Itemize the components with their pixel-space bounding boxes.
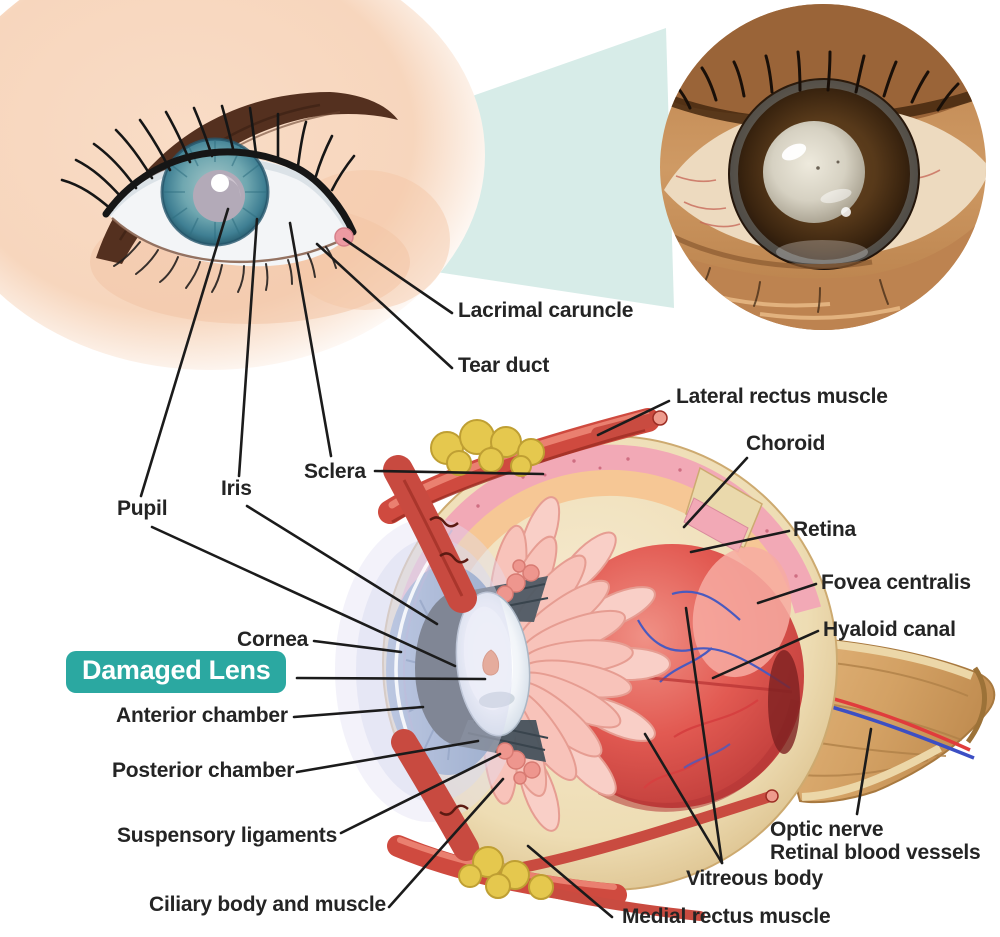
photo-lashes [668, 50, 960, 112]
damaged-lens-badge: Damaged Lens [66, 651, 287, 693]
label-sclera: Sclera [304, 460, 366, 483]
label-suspensory-ligaments: Suspensory ligaments [117, 824, 338, 847]
label-posterior-chamber: Posterior chamber [112, 759, 295, 782]
ciliary-body-shape [496, 559, 541, 785]
retinal-vessels [637, 590, 791, 789]
eyeball-cross-section [335, 408, 996, 921]
label-iris: Iris [221, 477, 252, 500]
label-vitreous-body: Vitreous body [686, 867, 824, 890]
fovea-region [692, 546, 792, 678]
label-retinal-blood-vessels: Retinal blood vessels [770, 840, 981, 864]
label-tear-duct: Tear duct [458, 354, 550, 377]
label-retina: Retina [793, 518, 856, 541]
label-choroid: Choroid [746, 432, 826, 455]
orbital-fat-top [430, 419, 545, 477]
cataract-photo [660, 4, 986, 330]
label-lacrimal-caruncle: Lacrimal caruncle [458, 299, 634, 322]
label-lateral-rectus: Lateral rectus muscle [676, 385, 888, 408]
optic-disc-shadow [768, 650, 800, 754]
label-fovea-centralis: Fovea centralis [821, 571, 971, 594]
cloudy-pupil [193, 170, 245, 222]
label-ciliary-body: Ciliary body and muscle [149, 893, 386, 916]
upper-lashes [60, 104, 356, 212]
label-anterior-chamber: Anterior chamber [116, 704, 288, 727]
leader-lines [139, 207, 873, 919]
lens-damage-spot [482, 649, 500, 676]
label-hyaloid-canal: Hyaloid canal [823, 618, 956, 641]
external-eye-illustration [0, 0, 485, 370]
optic-nerve-shape [787, 634, 996, 804]
label-medial-rectus: Medial rectus muscle [622, 905, 831, 928]
orbital-fat-bottom [458, 846, 554, 900]
photo-cataract-lens [763, 121, 865, 223]
label-pupil: Pupil [117, 497, 168, 520]
label-cornea: Cornea [237, 628, 309, 651]
label-optic-nerve-group: Optic nerve Retinal blood vessels [770, 818, 981, 864]
label-optic-nerve: Optic nerve [770, 818, 884, 841]
cornea-dome [356, 538, 512, 802]
